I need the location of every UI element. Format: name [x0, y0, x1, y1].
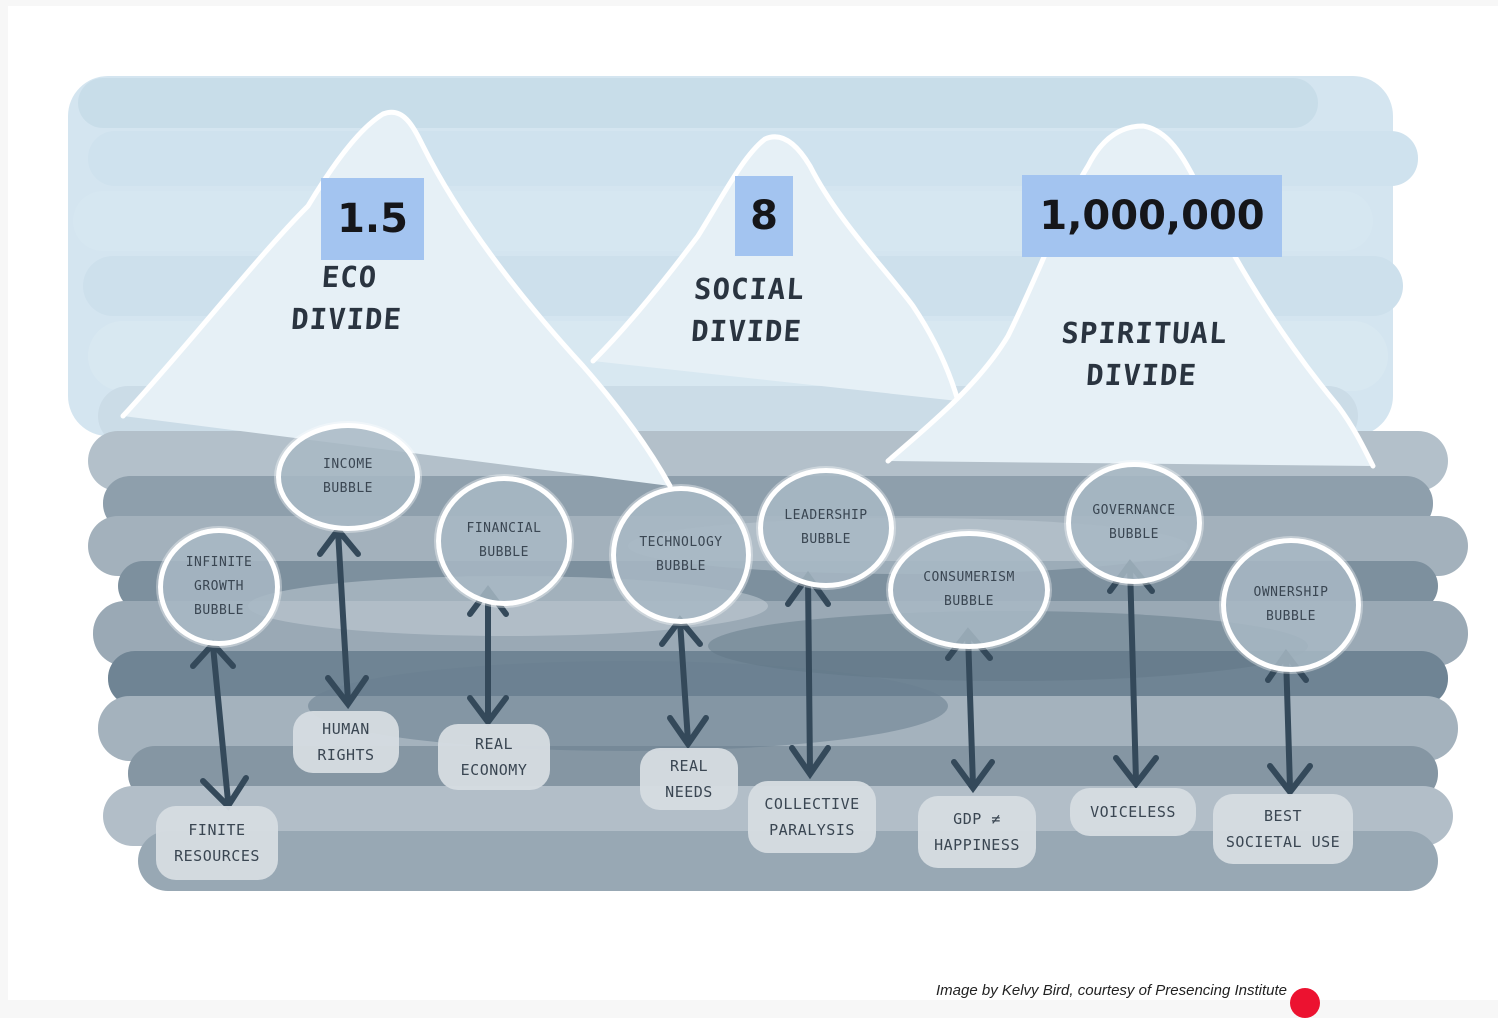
ground-label: Human Rights — [317, 720, 375, 764]
bubble-label: Governance Bubble — [1092, 503, 1176, 542]
bubble-label: Leadership Bubble — [784, 508, 868, 547]
social-divide-label: SOCIAL DIVIDE — [689, 272, 807, 348]
income-bubble: Income Bubble — [276, 423, 420, 531]
iceberg-peaks — [120, 109, 1376, 489]
eco-divide-number: 1.5 — [321, 178, 424, 260]
bubble-label: Ownership Bubble — [1253, 585, 1329, 624]
ground-label: Real Needs — [665, 757, 713, 801]
real-needs-label: Real Needs — [640, 748, 738, 810]
social-divide-number: 8 — [735, 176, 793, 256]
eco-divide-label: ECO DIVIDE — [289, 260, 404, 336]
image-credit: Image by Kelvy Bird, courtesy of Presenc… — [936, 982, 1287, 999]
spiritual-divide-number: 1,000,000 — [1022, 175, 1282, 257]
ground-label: Collective Paralysis — [764, 795, 860, 839]
voiceless-label: Voiceless — [1070, 788, 1196, 836]
governance-bubble: Governance Bubble — [1066, 462, 1202, 584]
slide-frame: 1.5 8 1,000,000 ECO DIVIDE SOCIAL DIVIDE… — [8, 6, 1498, 1000]
bubble-label: Infinite Growth Bubble — [185, 555, 253, 618]
human-rights-label: Human Rights — [293, 711, 399, 773]
financial-bubble: Financial Bubble — [436, 476, 572, 606]
bubble-label: Financial Bubble — [466, 521, 542, 560]
spiritual-divide-label: SPIRITUAL DIVIDE — [1060, 316, 1229, 392]
bubble-label: Consumerism Bubble — [923, 570, 1015, 609]
ground-label: Finite Resources — [174, 821, 260, 865]
infinite-growth-bubble: Infinite Growth Bubble — [158, 528, 280, 646]
ground-label: Real Economy — [460, 735, 528, 779]
consumerism-bubble: Consumerism Bubble — [888, 531, 1050, 649]
record-indicator-icon — [1290, 988, 1320, 1018]
ground-label: Best Societal Use — [1225, 807, 1341, 851]
leadership-bubble: Leadership Bubble — [758, 468, 894, 588]
collective-paralysis-label: Collective Paralysis — [748, 781, 876, 853]
gdp-happiness-label: GDP ≠ Happiness — [918, 796, 1036, 868]
ground-label: GDP ≠ Happiness — [934, 810, 1020, 854]
technology-bubble: Technology Bubble — [611, 486, 751, 624]
ownership-bubble: Ownership Bubble — [1221, 538, 1361, 672]
ground-label: Voiceless — [1090, 803, 1176, 821]
finite-resources-label: Finite Resources — [156, 806, 278, 880]
bubble-label: Income Bubble — [323, 457, 373, 496]
real-economy-label: Real Economy — [438, 724, 550, 790]
best-societal-use-label: Best Societal Use — [1213, 794, 1353, 864]
bubble-label: Technology Bubble — [639, 535, 723, 574]
